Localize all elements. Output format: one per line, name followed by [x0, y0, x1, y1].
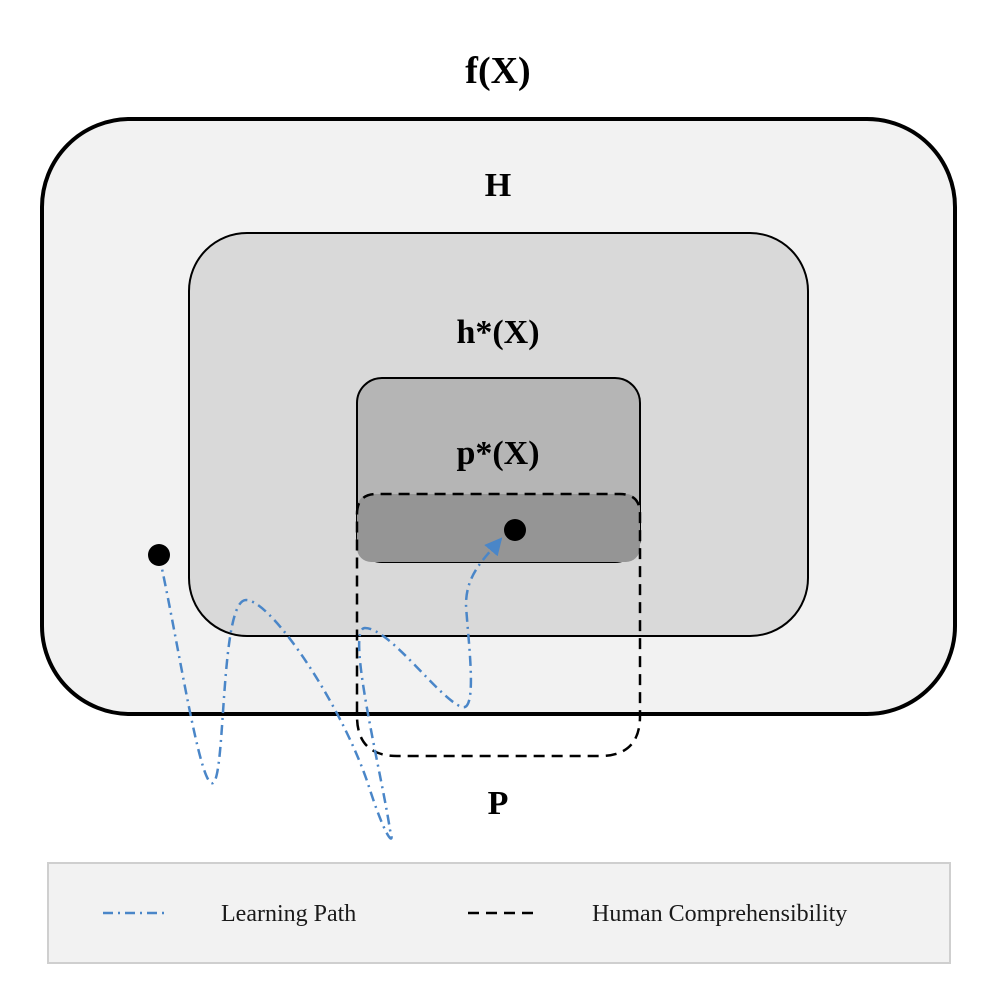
learning-path-legend-label: Learning Path — [221, 901, 356, 927]
comprehensible-space-label: P — [488, 785, 509, 822]
legend: Learning Path Human Comprehensibility — [47, 862, 951, 964]
target-point — [504, 519, 526, 541]
start-point — [148, 544, 170, 566]
optimal-hypothesis-label: h*(X) — [456, 314, 539, 351]
hypothesis-space-label: H — [485, 167, 511, 204]
outer-function-label: f(X) — [465, 50, 530, 92]
optimal-comprehensible-label: p*(X) — [456, 435, 539, 472]
learning-path-curve — [157, 537, 503, 840]
legend-box — [47, 862, 951, 964]
intersection-region — [357, 494, 640, 562]
comprehensible-space-boundary — [355, 492, 642, 758]
human-comprehensibility-legend-label: Human Comprehensibility — [592, 901, 847, 927]
